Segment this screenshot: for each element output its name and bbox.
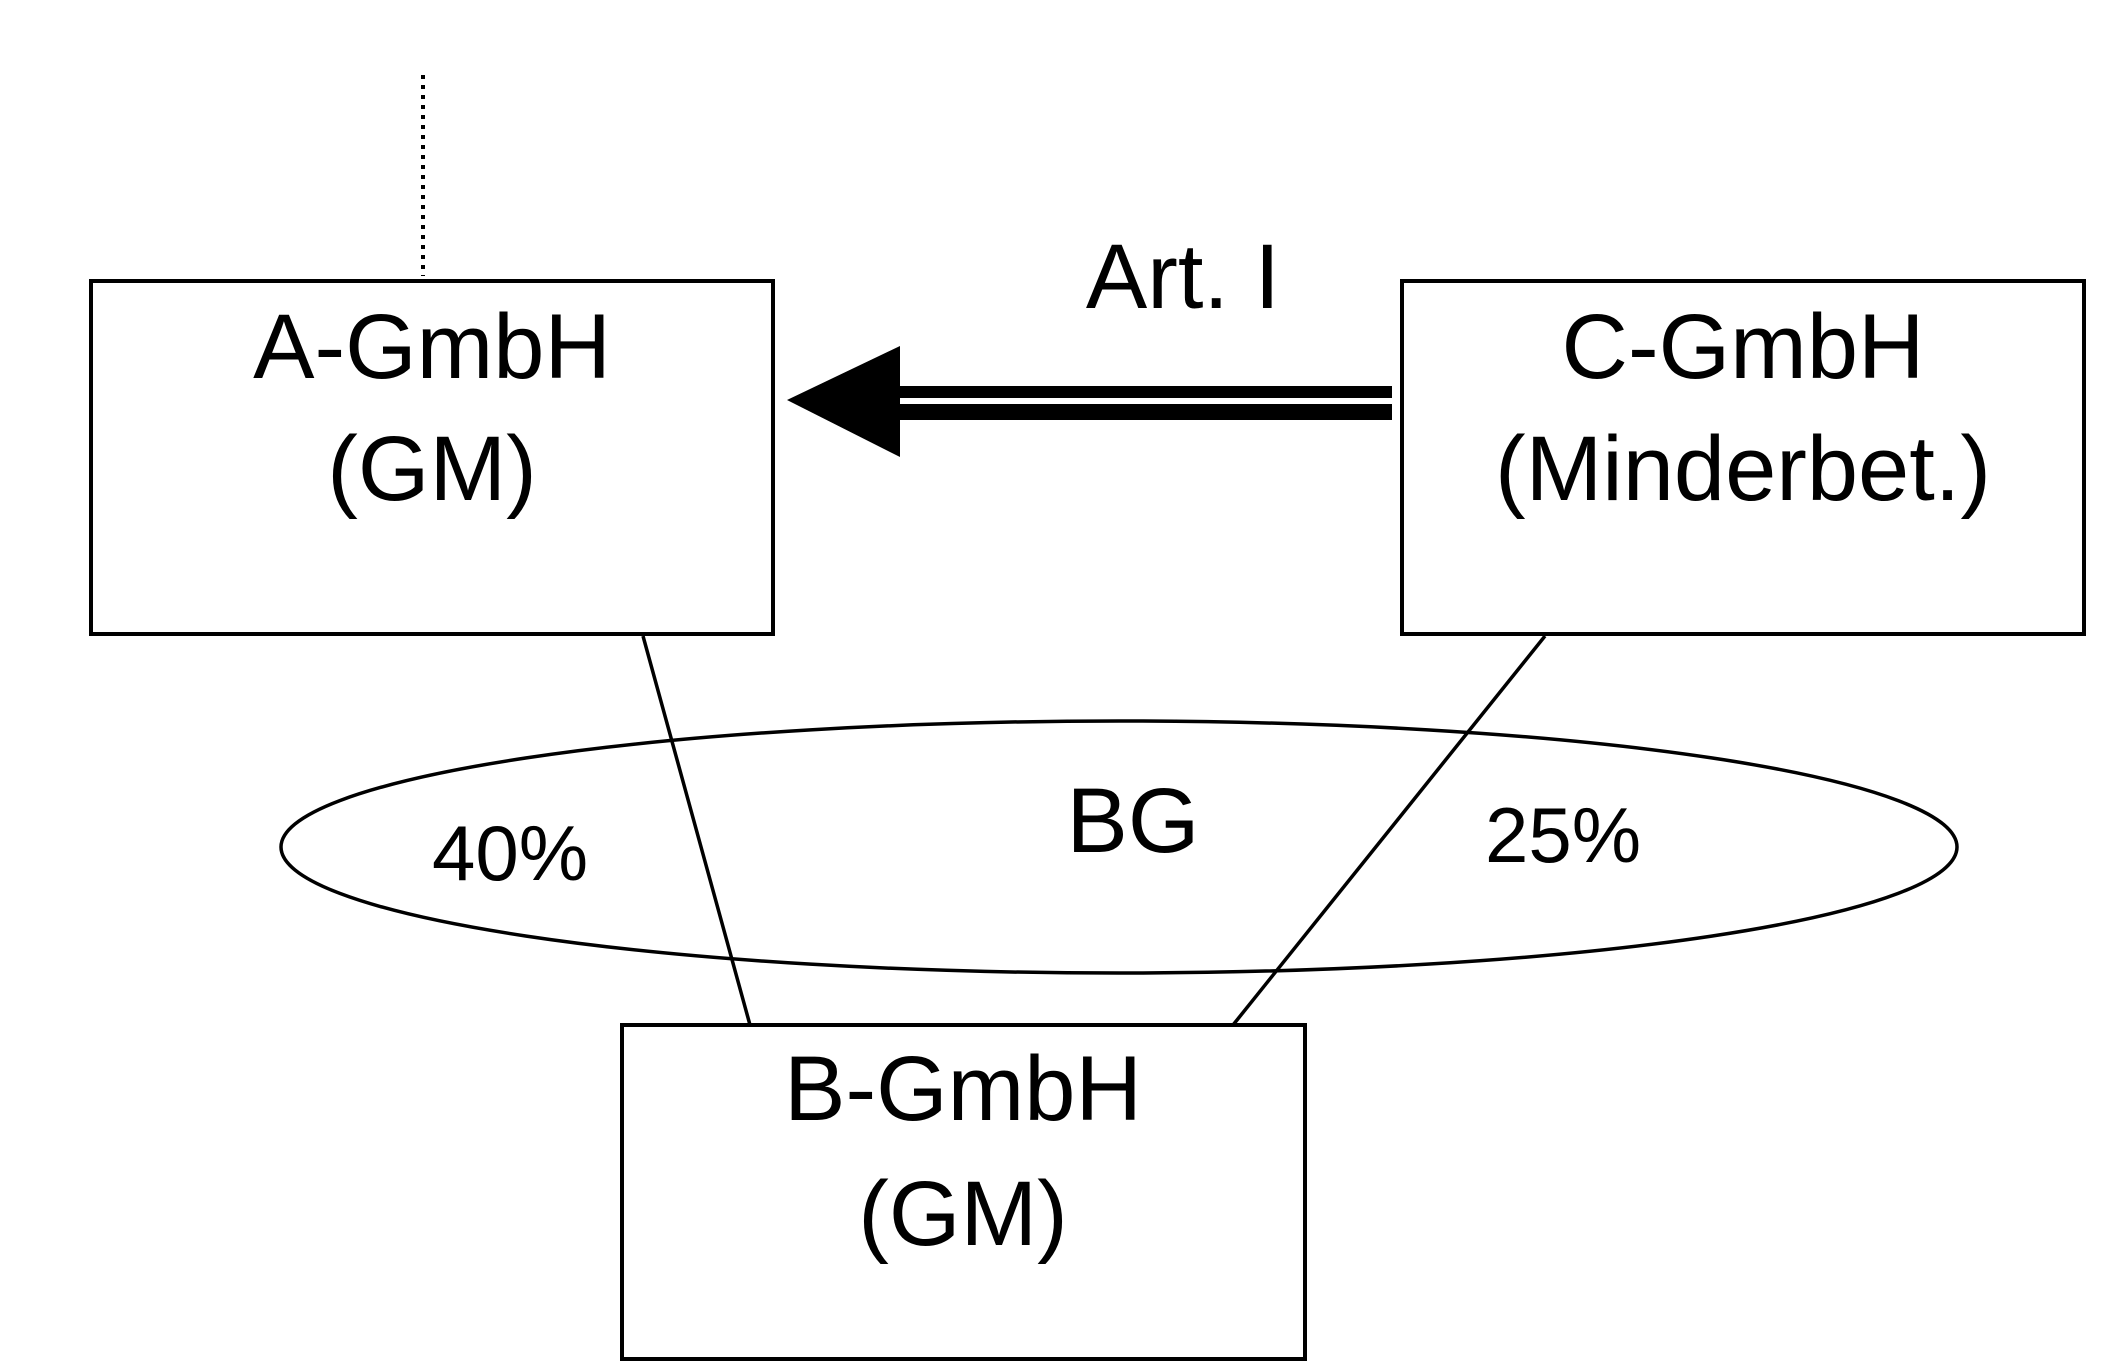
arrow-c-to-a xyxy=(787,346,1392,457)
arrow-shaft-gap xyxy=(900,398,1392,404)
c-gmbh-name: C-GmbH xyxy=(1562,296,1925,398)
share-a-label: 40% xyxy=(432,809,588,897)
line-a-to-b xyxy=(641,635,752,1026)
a-gmbh-name: A-GmbH xyxy=(253,296,611,398)
b-gmbh-role: (GM) xyxy=(858,1163,1067,1265)
bg-label: BG xyxy=(1067,770,1200,872)
share-c-label: 25% xyxy=(1485,791,1641,879)
arrow-head xyxy=(787,346,900,457)
box-b-gmbh xyxy=(620,1023,1307,1361)
b-gmbh-name: B-GmbH xyxy=(784,1038,1142,1140)
arrow-label: Art. I xyxy=(1086,226,1280,328)
box-c-gmbh xyxy=(1400,279,2086,636)
bg-ellipse xyxy=(279,719,1959,975)
line-c-to-b xyxy=(1231,634,1547,1027)
c-gmbh-role: (Minderbet.) xyxy=(1495,418,1991,520)
box-a-gmbh xyxy=(89,279,775,636)
a-gmbh-role: (GM) xyxy=(327,418,536,520)
